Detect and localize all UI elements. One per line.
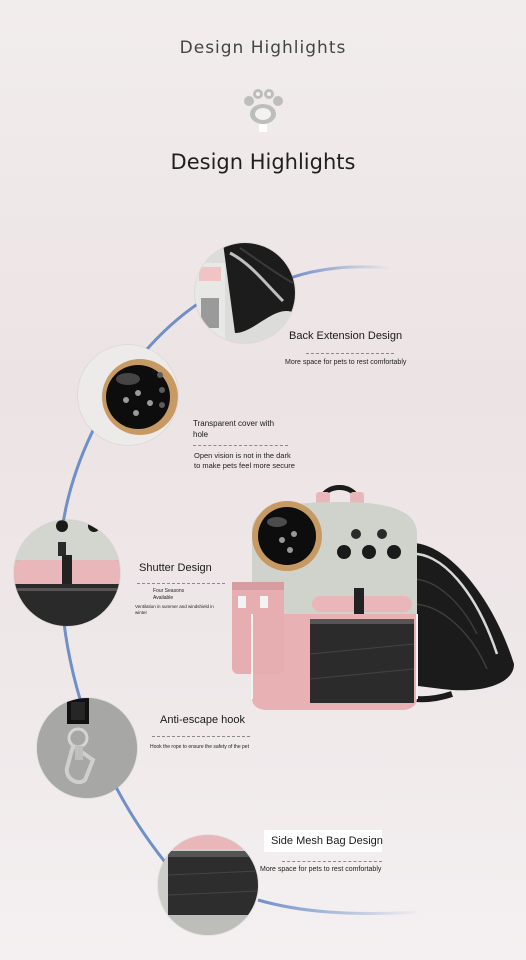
anti-escape-desc: Hook the rope to ensure the safety of th… — [150, 744, 249, 750]
pet-backpack-image — [232, 485, 514, 710]
back-extension-divider — [306, 353, 394, 354]
transparent-cover-title-line1: Transparent cover with — [193, 419, 275, 428]
shutter-desc-line1: Ventilation in summer and windshield in — [135, 604, 214, 609]
anti-escape-divider — [152, 736, 250, 737]
shutter-divider — [137, 583, 225, 584]
transparent-cover-divider — [193, 445, 288, 446]
back-extension-desc: More space for pets to rest comfortably — [285, 359, 407, 366]
side-mesh-title: Side Mesh Bag Design — [271, 835, 383, 847]
anti-escape-hook-image — [37, 698, 137, 798]
shutter-image — [14, 520, 120, 626]
transparent-cover-desc-line2: to make pets feel more secure — [194, 461, 295, 470]
side-mesh-label-box — [264, 830, 382, 852]
side-mesh-divider — [282, 861, 382, 862]
anti-escape-title: Anti-escape hook — [160, 714, 245, 726]
back-extension-image — [195, 243, 295, 343]
side-mesh-desc: More space for pets to rest comfortably — [260, 866, 382, 873]
transparent-cover-desc-line1: Open vision is not in the dark — [194, 451, 291, 460]
side-mesh-image — [158, 835, 258, 935]
shutter-sub-line2: Available — [153, 595, 174, 601]
shutter-sub-line1: Four Seasons — [153, 588, 185, 594]
transparent-cover-title-line2: hole — [193, 430, 209, 439]
shutter-title: Shutter Design — [139, 562, 212, 574]
section-title: Design Highlights — [170, 150, 356, 174]
page-top-title: Design Highlights — [179, 38, 347, 58]
back-extension-title: Back Extension Design — [289, 330, 403, 342]
paw-icon — [244, 89, 283, 132]
transparent-cover-image — [78, 345, 178, 445]
shutter-desc-line2: winter — [135, 610, 148, 615]
